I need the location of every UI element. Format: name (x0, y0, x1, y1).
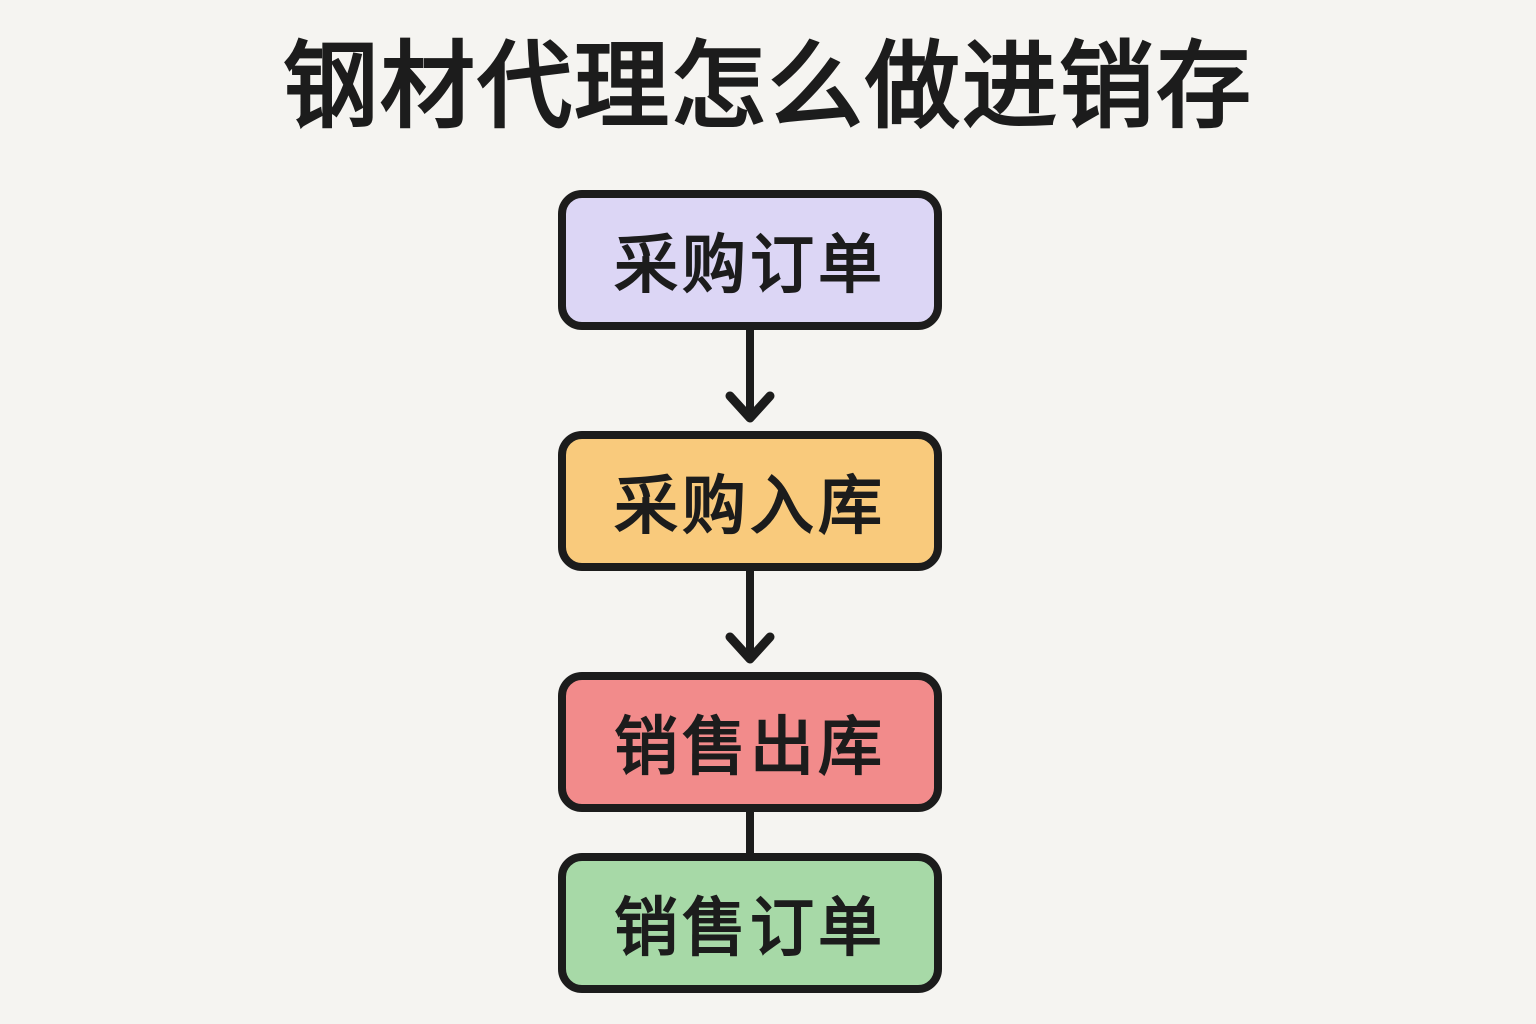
flow-node-sales-order: 销售订单 (558, 853, 942, 993)
arrow-down-icon (725, 571, 775, 664)
arrow-down-icon (725, 330, 775, 423)
flow-node-purchase-inbound: 采购入库 (558, 431, 942, 571)
page-title: 钢材代理怎么做进销存 (282, 34, 1253, 140)
flowchart: 采购订单 采购入库 销售出库 销售订单 (558, 190, 942, 993)
flow-node-sales-outbound: 销售出库 (558, 672, 942, 812)
flow-connector-line (746, 812, 754, 853)
flow-node-purchase-order: 采购订单 (558, 190, 942, 330)
